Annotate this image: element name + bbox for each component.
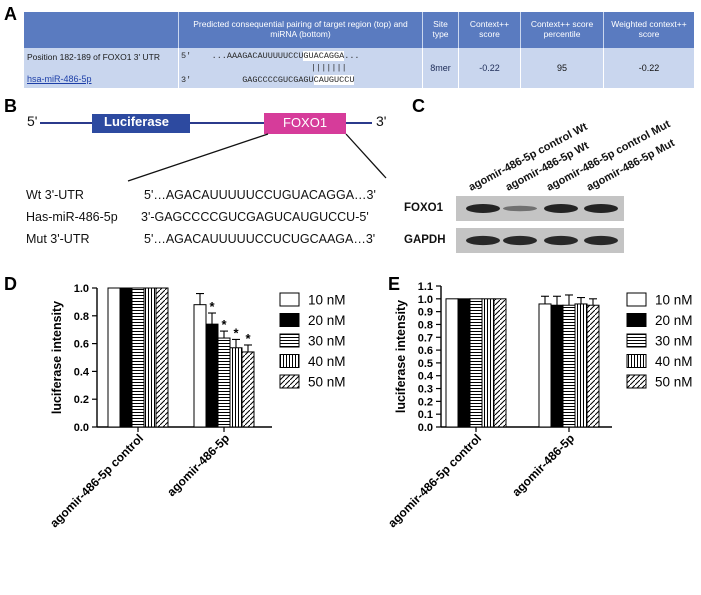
- y-axis-label: luciferase intensity: [394, 300, 408, 413]
- legend-label: 40 nM: [655, 354, 693, 369]
- legend-swatch: [279, 374, 300, 389]
- seq-label-mirna: Has-miR-486-5p: [26, 210, 118, 224]
- mirna-link[interactable]: hsa-miR-486-5p: [27, 74, 92, 84]
- bar: [155, 287, 169, 428]
- legend-swatch: [279, 354, 300, 368]
- y-tick-label: 0.0: [418, 422, 433, 434]
- bar: [538, 303, 552, 428]
- legend-label: 20 nM: [308, 313, 346, 328]
- cell-pairing: 5' ...AAAGACAUUUUUCCUGUACAGGA... |||||||…: [179, 48, 423, 88]
- legend-swatch: [279, 292, 300, 307]
- legend-label: 10 nM: [655, 293, 693, 308]
- cell-site-type: 8mer: [423, 48, 459, 88]
- panel-letter-b: B: [4, 96, 17, 116]
- luciferase-label: Luciferase: [104, 114, 170, 129]
- y-tick-label: 0.4: [418, 371, 434, 383]
- seq-label-wt: Wt 3'-UTR: [26, 188, 84, 202]
- significance-mark: *: [221, 317, 227, 332]
- foxo1-label: FOXO1: [283, 115, 328, 130]
- y-tick-label: 1.0: [74, 283, 89, 295]
- y-tick-label: 0.3: [418, 384, 433, 396]
- bar: [574, 303, 588, 428]
- y-tick-label: 0.6: [74, 339, 89, 351]
- y-tick-label: 0.4: [74, 366, 90, 378]
- y-tick-label: 0.6: [418, 345, 433, 357]
- significance-mark: *: [209, 299, 215, 314]
- y-tick-label: 0.2: [74, 394, 89, 406]
- header-blank: [24, 12, 179, 48]
- bar: [469, 298, 483, 428]
- y-tick-label: 0.1: [418, 409, 433, 421]
- y-tick-label: 1.0: [418, 294, 433, 306]
- y-tick-label: 0.8: [418, 319, 433, 331]
- seq-mirna: 3'-GAGCCCCGUCGAGUCAUGUCCU-5': [141, 210, 369, 224]
- y-tick-label: 0.9: [418, 307, 433, 319]
- y-tick-label: 0.0: [74, 422, 89, 434]
- bar: [493, 298, 507, 428]
- y-tick-label: 0.7: [418, 332, 433, 344]
- bar: [457, 298, 471, 428]
- legend-label: 10 nM: [308, 293, 346, 308]
- top-sequence: 5' ...AAAGACAUUUUUCCUGUACAGGA...: [181, 51, 360, 61]
- blot-label-foxo1: FOXO1: [404, 202, 443, 214]
- legend-label: 20 nM: [655, 313, 693, 328]
- legend-swatch: [626, 333, 647, 348]
- bar: [445, 298, 459, 428]
- significance-mark: *: [245, 331, 251, 346]
- panel-letter-a: A: [4, 4, 17, 24]
- header-percentile: Context++ score percentile: [521, 12, 604, 48]
- seq-mut: 5'…AGACAUUUUUCCUCUGCAAGA…3': [144, 232, 376, 246]
- cell-weighted-score: -0.22: [604, 48, 694, 88]
- header-pairing: Predicted consequential pairing of targe…: [179, 12, 423, 48]
- header-site-type: Site type: [423, 12, 459, 48]
- targetscan-table: Predicted consequential pairing of targe…: [24, 4, 694, 88]
- prime5-label: 5': [27, 113, 38, 129]
- y-axis-label: luciferase intensity: [50, 301, 64, 414]
- legend-label: 50 nM: [655, 375, 693, 390]
- y-tick-label: 0.2: [418, 396, 433, 408]
- panel-letter-d: D: [4, 274, 17, 294]
- bar: [481, 298, 495, 428]
- y-tick-label: 0.5: [418, 358, 433, 370]
- pairing-bars: |||||||: [311, 63, 347, 73]
- blot-label-gapdh: GAPDH: [404, 234, 446, 246]
- position-label: Position 182-189 of FOXO1 3' UTR: [27, 52, 160, 62]
- legend-swatch: [626, 292, 647, 307]
- bar: [586, 304, 600, 428]
- cell-percentile: 95: [521, 48, 604, 88]
- legend-swatch: [279, 333, 300, 348]
- legend-label: 50 nM: [308, 375, 346, 390]
- bar: [550, 304, 564, 428]
- legend-label: 30 nM: [655, 334, 693, 349]
- legend-swatch: [626, 313, 647, 327]
- cell-context-score: -0.22: [459, 48, 521, 88]
- panel-letter-e: E: [388, 274, 401, 294]
- legend-swatch: [626, 374, 647, 389]
- legend-swatch: [279, 313, 300, 327]
- y-tick-label: 0.8: [74, 311, 89, 323]
- legend-swatch: [626, 354, 647, 368]
- cell-position: Position 182-189 of FOXO1 3' UTR hsa-miR…: [24, 48, 179, 88]
- prime3-label: 3': [376, 113, 387, 129]
- legend-label: 30 nM: [308, 334, 346, 349]
- bar: [562, 304, 576, 428]
- header-context-score: Context++ score: [459, 12, 521, 48]
- bottom-sequence: 3' GAGCCCCGUCGAGUCAUGUCCU: [181, 75, 355, 85]
- x-category-label: agomir-486-5p: [509, 431, 577, 499]
- seq-wt: 5'…AGACAUUUUUCCUGUACAGGA…3': [144, 188, 376, 202]
- legend-label: 40 nM: [308, 354, 346, 369]
- x-category-label: agomir-486-5p control: [385, 431, 484, 530]
- header-weighted-score: Weighted context++ score: [604, 12, 694, 48]
- seq-label-mut: Mut 3'-UTR: [26, 232, 90, 246]
- panel-letter-c: C: [412, 96, 425, 116]
- significance-mark: *: [233, 325, 239, 340]
- y-tick-label: 1.1: [418, 281, 433, 293]
